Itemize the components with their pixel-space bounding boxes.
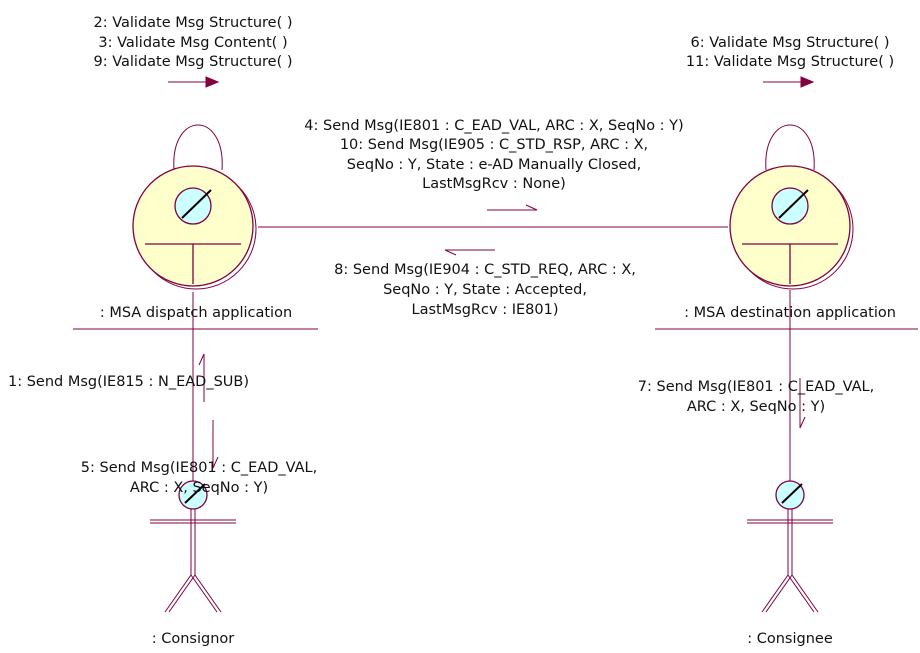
links bbox=[192, 226, 791, 481]
destination-to-consignee-messages: 7: Send Msg(IE801 : C_EAD_VAL, ARC : X, … bbox=[638, 379, 874, 415]
message-label: 8: Send Msg(IE904 : C_STD_REQ, ARC : X, bbox=[334, 262, 636, 278]
message-label: ARC : X, SeqNo : Y) bbox=[130, 480, 268, 496]
destination-label: : MSA destination application bbox=[684, 305, 896, 321]
arrowhead-dispatch-self bbox=[205, 76, 220, 88]
arrowhead-to-destination bbox=[525, 204, 538, 211]
consignee-head-needle bbox=[781, 483, 803, 504]
self-loops bbox=[173, 124, 815, 171]
consignee-leg-right bbox=[787, 574, 815, 613]
arrowhead-destination-self bbox=[800, 76, 815, 88]
message-label: 10: Send Msg(IE905 : C_STD_RSP, ARC : X, bbox=[340, 137, 648, 153]
dispatch-to-consignor-messages: 5: Send Msg(IE801 : C_EAD_VAL, ARC : X, … bbox=[81, 460, 317, 496]
destination-object[interactable] bbox=[729, 165, 854, 290]
consignor-leg-right-shadow bbox=[194, 574, 222, 613]
message-label: 2: Validate Msg Structure( ) bbox=[93, 15, 292, 31]
consignor-leg-left-shadow bbox=[168, 574, 196, 613]
message-label: 11: Validate Msg Structure( ) bbox=[686, 54, 894, 70]
message-label: 3: Validate Msg Content( ) bbox=[98, 35, 287, 51]
consignee-actor[interactable] bbox=[747, 480, 833, 613]
destination-self-messages: 6: Validate Msg Structure( ) 11: Validat… bbox=[686, 35, 894, 70]
dispatch-label: : MSA dispatch application bbox=[100, 305, 292, 321]
message-label: 6: Validate Msg Structure( ) bbox=[690, 35, 889, 51]
consignor-head-needle bbox=[184, 483, 206, 504]
consignor-leg-right bbox=[190, 574, 218, 613]
dispatch-lens-needle bbox=[181, 189, 212, 219]
consignor-leg-left bbox=[164, 574, 192, 613]
destination-lens-needle bbox=[778, 189, 809, 219]
message-label: 7: Send Msg(IE801 : C_EAD_VAL, bbox=[638, 379, 874, 395]
arrowhead-consignor-to-dispatch bbox=[198, 353, 205, 366]
message-label: LastMsgRcv : None) bbox=[422, 176, 566, 192]
arrowhead-dispatch-to-consignor bbox=[212, 456, 219, 469]
message-label: SeqNo : Y, State : Accepted, bbox=[383, 282, 587, 298]
to-destination-messages: 4: Send Msg(IE801 : C_EAD_VAL, ARC : X, … bbox=[304, 118, 683, 192]
message-arrows bbox=[168, 76, 815, 469]
message-label: 5: Send Msg(IE801 : C_EAD_VAL, bbox=[81, 460, 317, 476]
dispatch-self-messages: 2: Validate Msg Structure( ) 3: Validate… bbox=[93, 15, 292, 70]
message-label: 9: Validate Msg Structure( ) bbox=[93, 54, 292, 70]
message-label: LastMsgRcv : IE801) bbox=[412, 302, 559, 318]
message-label: ARC : X, SeqNo : Y) bbox=[687, 399, 825, 415]
consignee-leg-right-shadow bbox=[791, 574, 819, 613]
consignor-label: : Consignor bbox=[152, 631, 235, 647]
arrowhead-destination-to-consignee bbox=[799, 416, 806, 429]
arrowhead-to-dispatch bbox=[444, 249, 457, 256]
self-loop-dispatch bbox=[173, 124, 223, 171]
message-label: 4: Send Msg(IE801 : C_EAD_VAL, ARC : X, … bbox=[304, 118, 683, 134]
consignee-leg-left bbox=[761, 574, 789, 613]
consignor-actor[interactable] bbox=[150, 480, 236, 613]
dispatch-object[interactable] bbox=[132, 165, 257, 290]
dispatch-object-body bbox=[132, 165, 254, 287]
message-label: 1: Send Msg(IE815 : N_EAD_SUB) bbox=[8, 374, 249, 390]
consignee-label: : Consignee bbox=[747, 631, 833, 647]
to-dispatch-messages: 8: Send Msg(IE904 : C_STD_REQ, ARC : X, … bbox=[334, 262, 636, 318]
self-loop-destination bbox=[765, 124, 815, 171]
message-label: SeqNo : Y, State : e-AD Manually Closed, bbox=[347, 157, 641, 173]
destination-object-body bbox=[729, 165, 851, 287]
consignee-leg-left-shadow bbox=[765, 574, 793, 613]
